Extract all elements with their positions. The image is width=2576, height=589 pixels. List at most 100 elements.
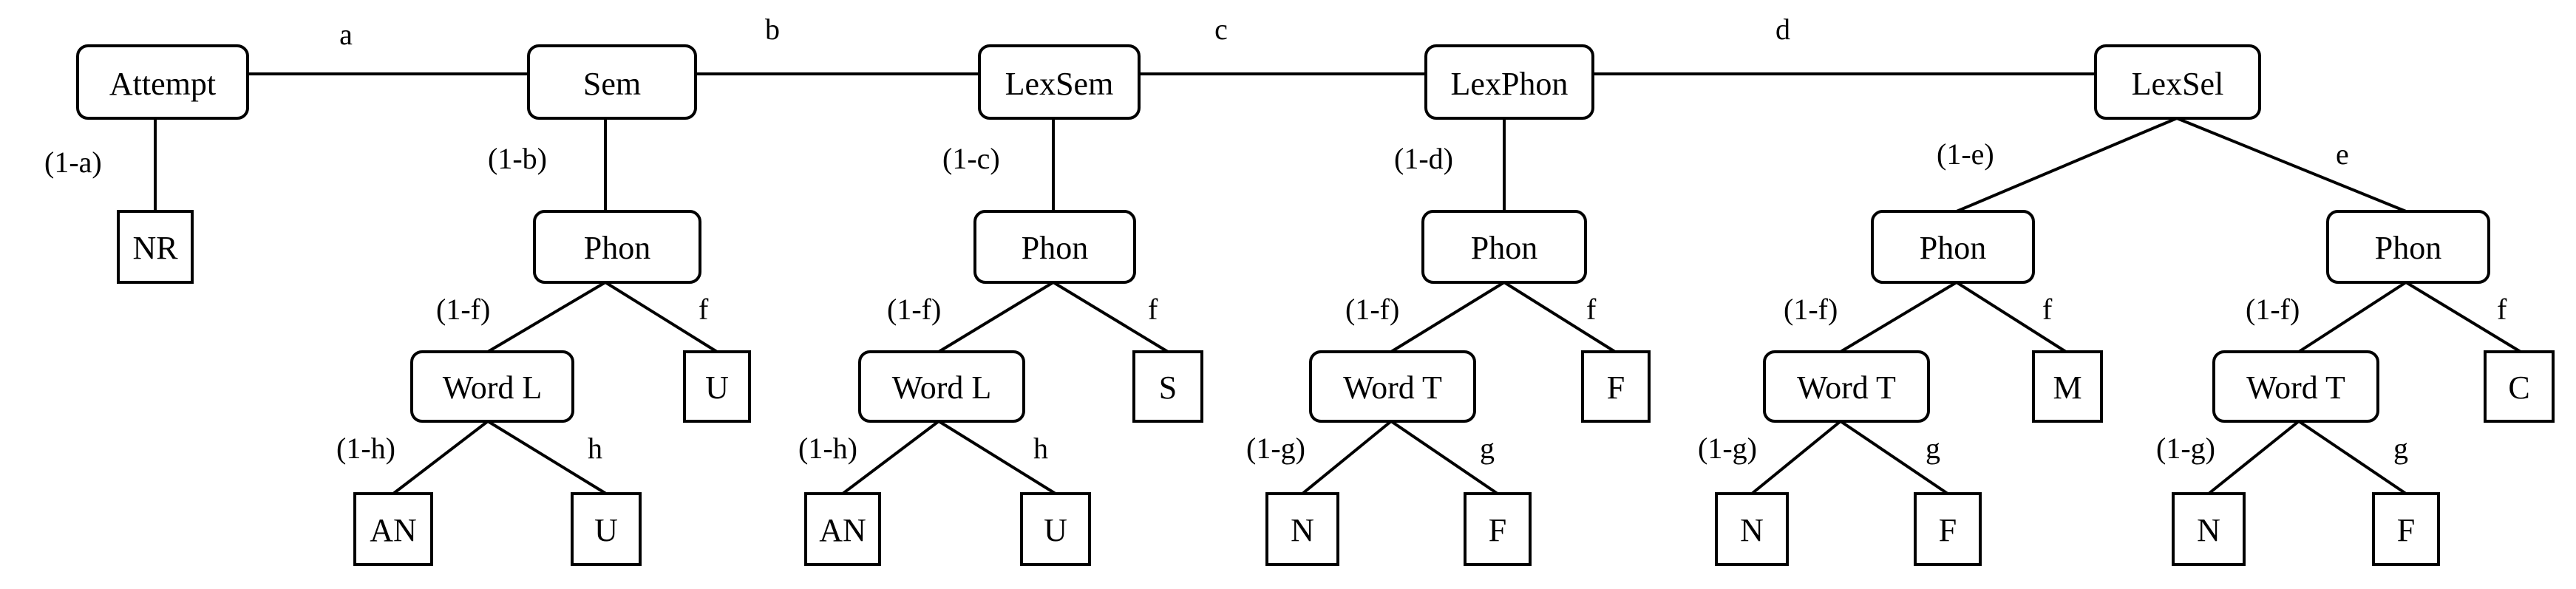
leaf-u-1: U [683, 350, 751, 423]
label-g-5: g [2393, 432, 2408, 465]
node-lexsem-label: LexSem [1005, 66, 1114, 102]
node-lexphon: LexPhon [1424, 44, 1594, 120]
edge-phon-wordt-3 [1390, 281, 1506, 353]
leaf-an-1: AN [353, 492, 433, 566]
node-lexsem: LexSem [978, 44, 1141, 120]
node-word-l-1-label: Word L [443, 370, 543, 406]
leaf-n-4-label: N [1740, 512, 1764, 548]
node-word-t-3-label: Word T [1343, 370, 1442, 406]
leaf-n-3-label: N [1291, 512, 1314, 548]
edge-wordt-f-3 [1390, 420, 1499, 495]
node-word-l-2: Word L [858, 350, 1025, 423]
leaf-u-1-label: U [705, 370, 729, 406]
leaf-f-3-label: F [1607, 370, 1625, 406]
label-g-3: g [1480, 432, 1495, 465]
leaf-f-3b: F [1464, 492, 1532, 566]
node-sem-label: Sem [583, 66, 641, 102]
node-word-t-5-label: Word T [2246, 370, 2345, 406]
node-word-t-5: Word T [2212, 350, 2379, 423]
label-h-2: h [1033, 432, 1048, 465]
leaf-u-2b: U [1020, 492, 1091, 566]
edge-lexsel-phon-right [2176, 117, 2407, 213]
leaf-f-5b-label: F [2397, 512, 2415, 548]
edge-wordl-u-2 [937, 420, 1057, 495]
leaf-nr: NR [117, 210, 194, 284]
label-f-2: f [1148, 293, 1158, 326]
node-word-t-3: Word T [1309, 350, 1476, 423]
leaf-an-2: AN [804, 492, 881, 566]
edge-phon-wordt-5 [2297, 281, 2407, 353]
node-word-l-1: Word L [410, 350, 574, 423]
edge-phon-wordl-1 [486, 281, 607, 353]
leaf-u-1b: U [571, 492, 642, 566]
node-phon-2-label: Phon [1022, 230, 1088, 266]
node-phon-1: Phon [533, 210, 701, 284]
edge-wordl-an-2 [841, 420, 940, 495]
label-f-3: f [1586, 293, 1597, 326]
leaf-f-4b-label: F [1939, 512, 1957, 548]
leaf-nr-label: NR [132, 230, 178, 266]
node-attempt-label: Attempt [109, 66, 216, 102]
label-a: a [339, 18, 353, 51]
node-phon-5-label: Phon [2375, 230, 2441, 266]
edge-phon-s-2 [1052, 281, 1169, 353]
label-1-a: (1-a) [44, 146, 102, 179]
label-1-d: (1-d) [1394, 142, 1453, 175]
label-1-g-3: (1-g) [1246, 432, 1305, 465]
label-1-f-2: (1-f) [887, 293, 941, 326]
label-1-f-1: (1-f) [436, 293, 490, 326]
label-f-4: f [2042, 293, 2053, 326]
leaf-m-4: M [2032, 350, 2103, 423]
label-1-h-2: (1-h) [798, 432, 857, 465]
node-sem: Sem [527, 44, 697, 120]
node-word-l-2-label: Word L [892, 370, 992, 406]
edge-labels: a b c d (1-a) (1-b) (1-c) (1-d) (1-e) e … [44, 13, 2507, 465]
edge-phon-u-1 [604, 281, 718, 353]
label-d: d [1775, 13, 1790, 46]
node-lexphon-label: LexPhon [1451, 66, 1569, 102]
label-e: e [2336, 137, 2349, 171]
node-phon-1-label: Phon [584, 230, 650, 266]
edge-lexsel-phon-left [1956, 117, 2178, 213]
leaf-n-5-label: N [2197, 512, 2220, 548]
leaf-s-2: S [1132, 350, 1203, 423]
label-b: b [765, 13, 780, 46]
rounded-nodes: Attempt Sem LexSem LexPhon LexSel Phon P… [76, 44, 2490, 423]
leaf-an-2-label: AN [819, 512, 866, 548]
edge-wordt-f-5 [2297, 420, 2407, 495]
leaf-an-1-label: AN [370, 512, 417, 548]
node-lexsel: LexSel [2094, 44, 2261, 120]
leaf-n-4: N [1715, 492, 1789, 566]
label-1-b: (1-b) [488, 142, 547, 175]
leaf-f-3b-label: F [1489, 512, 1506, 548]
leaf-c-5: C [2484, 350, 2555, 423]
node-word-t-4: Word T [1763, 350, 1930, 423]
label-1-f-5: (1-f) [2246, 293, 2300, 326]
label-h-1: h [588, 432, 602, 465]
leaf-m-4-label: M [2053, 370, 2081, 406]
leaf-f-5b: F [2372, 492, 2440, 566]
leaf-u-1b-label: U [594, 512, 618, 548]
node-word-t-4-label: Word T [1797, 370, 1896, 406]
label-1-e: (1-e) [1937, 137, 1994, 171]
edge-phon-m-4 [1955, 281, 2067, 353]
label-1-h-1: (1-h) [336, 432, 395, 465]
label-f-5: f [2497, 293, 2507, 326]
label-c: c [1214, 13, 1228, 46]
edge-phon-c-5 [2405, 281, 2522, 353]
node-attempt: Attempt [76, 44, 249, 120]
leaf-f-3: F [1581, 350, 1651, 423]
edge-wordt-n-5 [2207, 420, 2300, 495]
node-phon-3-label: Phon [1471, 230, 1537, 266]
leaf-n-5: N [2172, 492, 2246, 566]
edge-phon-f-3 [1503, 281, 1617, 353]
label-1-f-3: (1-f) [1345, 293, 1399, 326]
leaf-nodes: NR U S F M C AN U [117, 210, 2555, 566]
edges [154, 72, 2522, 495]
edge-phon-wordt-4 [1839, 281, 1958, 353]
node-phon-5: Phon [2326, 210, 2490, 284]
node-phon-2: Phon [973, 210, 1136, 284]
edge-wordt-n-3 [1301, 420, 1393, 495]
node-phon-4: Phon [1871, 210, 2035, 284]
